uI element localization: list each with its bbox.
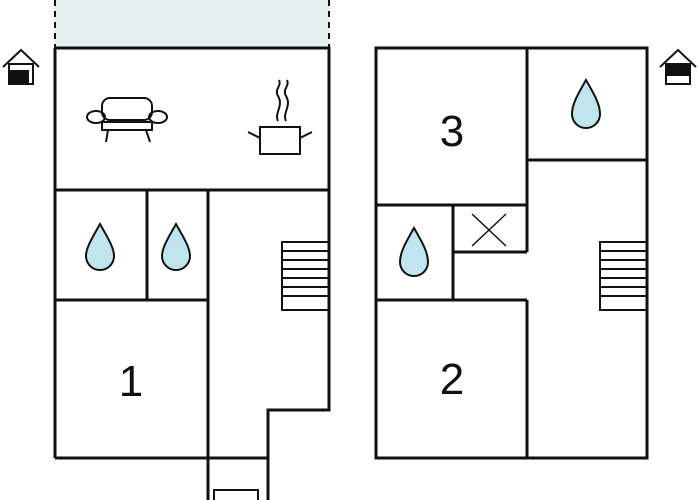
sofa-icon	[86, 97, 168, 143]
house-entrance-icon	[2, 48, 40, 85]
water-drop-icon	[160, 221, 192, 271]
terrace	[54, 0, 330, 48]
room-label-1: 1	[119, 357, 143, 406]
cooking-pot-icon	[247, 79, 313, 155]
house-floor-icon	[659, 48, 697, 85]
cross-icon	[471, 213, 507, 247]
ground-floor	[53, 46, 331, 500]
water-drop-icon	[84, 221, 116, 271]
upper-floor	[374, 46, 649, 460]
stairs-icon	[599, 241, 648, 311]
ground-floor-outer-wall	[55, 46, 331, 500]
water-drop-icon	[398, 225, 430, 277]
water-drop-icon	[570, 77, 602, 129]
entrance-step	[213, 489, 259, 500]
stairs-icon	[281, 241, 330, 311]
room-label-3: 3	[440, 107, 464, 156]
room-label-2: 2	[440, 355, 464, 404]
